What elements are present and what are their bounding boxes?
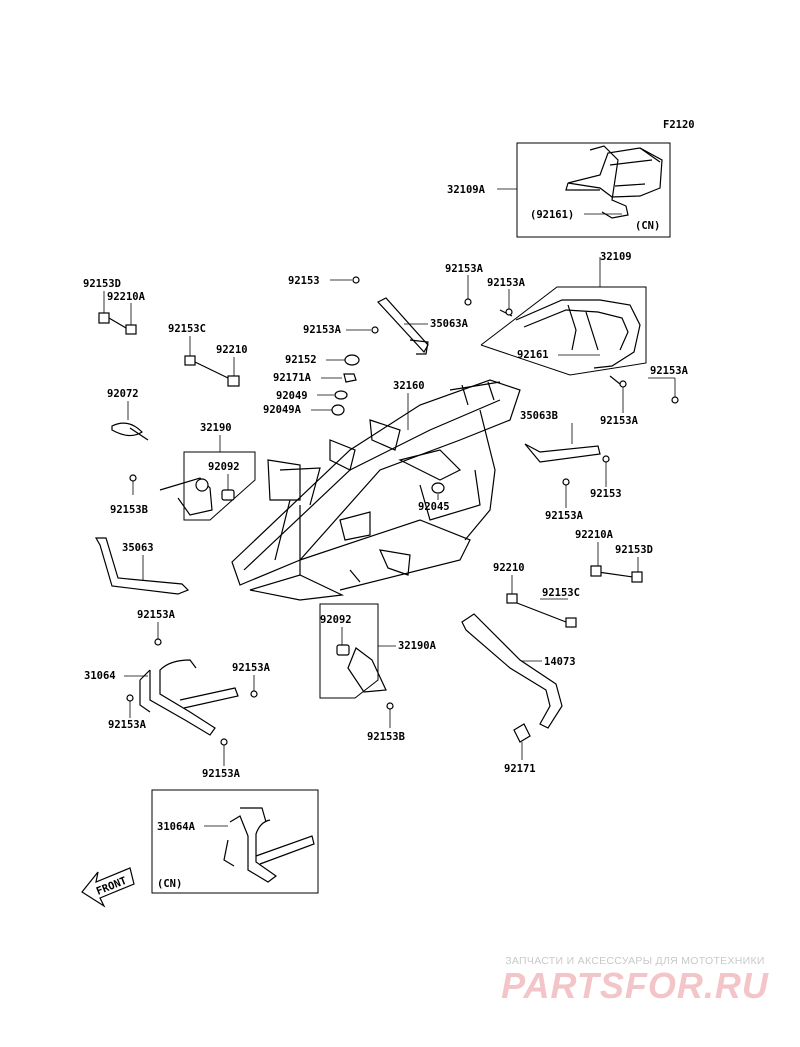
label-92153C-r[interactable]: 92153C — [542, 587, 580, 599]
rear-carrier-assembly: 32109 92153A 92153A 92161 92153A 92153A — [445, 251, 689, 427]
pipe-14073: 14073 92171 — [461, 613, 576, 775]
watermark-logo: PARTSFOR.RU — [501, 965, 769, 1006]
label-32109A[interactable]: 32109A — [447, 184, 486, 196]
cn-marker-bottom: (CN) — [157, 878, 182, 890]
figure-code: F2120 — [663, 119, 695, 131]
bracket-35063B-group: 35063B 92153 92153A — [520, 410, 622, 522]
box-32109A-cn: 32109A (92161) (CN) — [447, 142, 671, 238]
rear-carrier-cn-drawing — [565, 145, 663, 219]
right-bolts-group: 92210A 92153D 92210 92153C — [493, 529, 653, 628]
box-32190A: 92092 32190A 92153B — [319, 603, 437, 743]
label-32160[interactable]: 32160 — [393, 380, 425, 392]
main-frame-32160: 32160 92045 — [231, 379, 521, 601]
label-92210-r[interactable]: 92210 — [493, 562, 525, 574]
watermark-tagline: ЗАПЧАСТИ И АКСЕССУАРЫ ДЛЯ МОТОТЕХНИКИ — [505, 955, 765, 967]
label-92153C[interactable]: 92153C — [168, 323, 206, 335]
label-35063[interactable]: 35063 — [122, 542, 154, 554]
label-92049[interactable]: 92049 — [276, 390, 308, 402]
label-92153A-4[interactable]: 92153A — [600, 415, 639, 427]
label-32190[interactable]: 32190 — [200, 422, 232, 434]
label-32190A[interactable]: 32190A — [398, 640, 437, 652]
label-31064A[interactable]: 31064A — [157, 821, 196, 833]
label-92092-b[interactable]: 92092 — [320, 614, 352, 626]
label-92153-r[interactable]: 92153 — [590, 488, 622, 500]
clamp-92072: 92072 — [107, 388, 149, 441]
label-92153A-8[interactable]: 92153A — [232, 662, 271, 674]
label-92153-top[interactable]: 92153 — [288, 275, 320, 287]
label-92161-cn[interactable]: (92161) — [530, 209, 574, 221]
label-92153A-2[interactable]: 92153A — [487, 277, 526, 289]
label-35063A[interactable]: 35063A — [430, 318, 469, 330]
box-31064A-cn: 31064A (CN) — [151, 789, 319, 894]
box-32190: 32190 92092 92153B — [110, 422, 256, 521]
label-92210A-r[interactable]: 92210A — [575, 529, 614, 541]
label-92171[interactable]: 92171 — [504, 763, 536, 775]
label-92153D[interactable]: 92153D — [83, 278, 121, 290]
label-92092[interactable]: 92092 — [208, 461, 240, 473]
label-92153A-1[interactable]: 92153A — [445, 263, 484, 275]
label-92153B-b[interactable]: 92153B — [367, 731, 405, 743]
cn-marker-top: (CN) — [635, 220, 660, 232]
label-31064[interactable]: 31064 — [84, 670, 116, 682]
label-32109[interactable]: 32109 — [600, 251, 632, 263]
front-label: FRONT — [95, 875, 129, 898]
label-92153D-r[interactable]: 92153D — [615, 544, 653, 556]
label-92171A[interactable]: 92171A — [273, 372, 312, 384]
label-92153B[interactable]: 92153B — [110, 504, 148, 516]
label-92152[interactable]: 92152 — [285, 354, 317, 366]
label-14073[interactable]: 14073 — [544, 656, 576, 668]
bar-35063: 35063 — [94, 537, 190, 595]
small-parts-stack: 92152 92171A 92049 92049A — [263, 354, 360, 416]
label-92153A-10[interactable]: 92153A — [202, 768, 241, 780]
label-92210A[interactable]: 92210A — [107, 291, 146, 303]
label-35063B[interactable]: 35063B — [520, 410, 558, 422]
label-92153A-5[interactable]: 92153A — [303, 324, 342, 336]
label-92072[interactable]: 92072 — [107, 388, 139, 400]
label-92210[interactable]: 92210 — [216, 344, 248, 356]
guard-31064: 92153A 31064 92153A 92153A 92153A — [84, 609, 271, 780]
label-92153A-9[interactable]: 92153A — [108, 719, 147, 731]
label-92049A[interactable]: 92049A — [263, 404, 302, 416]
front-arrow: FRONT — [81, 867, 135, 908]
label-92153A-6[interactable]: 92153A — [545, 510, 584, 522]
left-bolts-group: 92153D 92210A 92153C 92210 — [83, 278, 248, 387]
bracket-35063A-group: 92153 92153A 35063A — [288, 275, 469, 355]
label-92153A-3[interactable]: 92153A — [650, 365, 689, 377]
watermark: ЗАПЧАСТИ И АКСЕССУАРЫ ДЛЯ МОТОТЕХНИКИ PA… — [480, 955, 790, 1007]
label-92161[interactable]: 92161 — [517, 349, 549, 361]
label-92153A-7[interactable]: 92153A — [137, 609, 176, 621]
label-92045[interactable]: 92045 — [418, 501, 450, 513]
